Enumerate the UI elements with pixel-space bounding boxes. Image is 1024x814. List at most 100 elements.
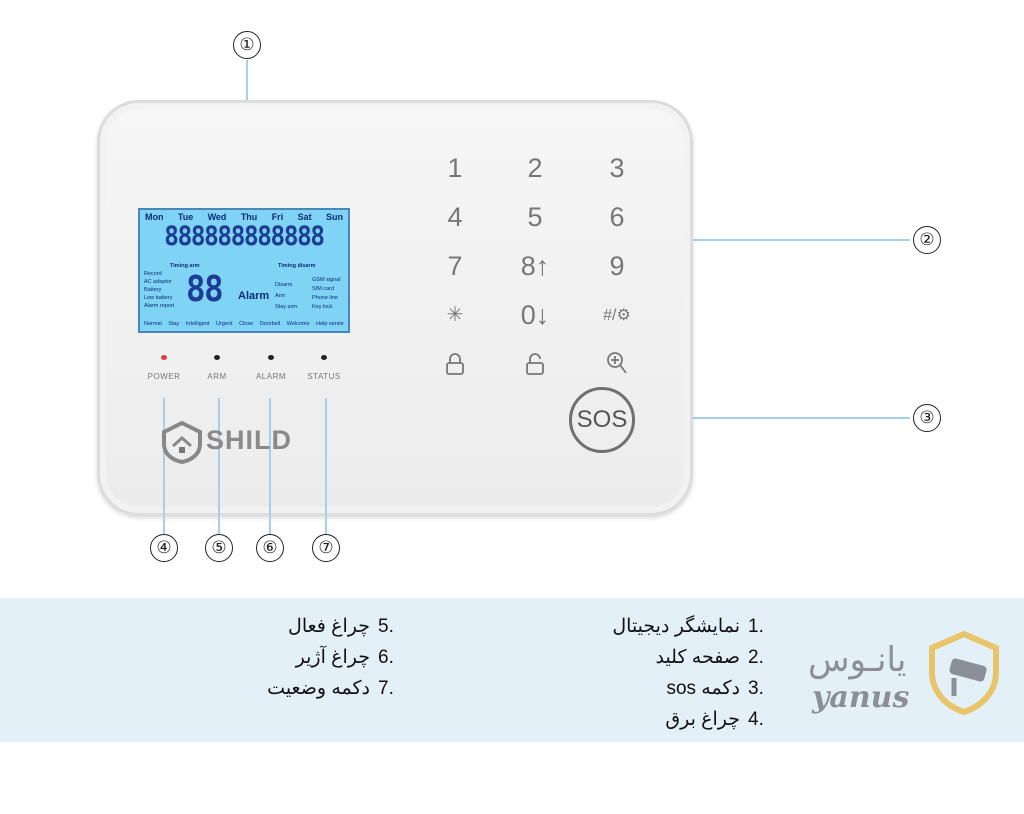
day: Mon	[145, 212, 164, 222]
legend-text: دکمه وضعیت	[267, 678, 370, 699]
lcd-mode: Close	[239, 321, 254, 327]
lcd-label: GSM signal	[312, 277, 341, 283]
lcd-label: Record	[144, 271, 162, 277]
legend-right-column: 1. نمایشگر دیجیتال 2. صفحه کلید 3. دکمه sos…	[612, 611, 782, 735]
unlock-icon[interactable]	[525, 352, 545, 376]
key-7[interactable]: 7	[447, 251, 463, 281]
alarm-label: ALARM	[255, 372, 287, 381]
arm-label: ARM	[207, 372, 227, 381]
legend-left-column: 5. چراغ فعال 6. چراغ آژیر 7. دکمه وضعیت	[267, 611, 412, 704]
brand-logo: SHILD	[206, 425, 292, 455]
lcd-label: Disarm	[275, 282, 293, 288]
legend-item: 5. چراغ فعال	[267, 611, 412, 642]
day: Thu	[240, 212, 258, 222]
yanus-logo-fa: یانـوس	[808, 640, 907, 680]
lcd-label: Arm	[275, 293, 286, 299]
status-led	[321, 355, 327, 360]
callout-4: ④	[150, 534, 178, 562]
callout-line-5	[218, 398, 220, 534]
lcd-mode: Normal	[144, 321, 162, 327]
legend-text: دکمه sos	[666, 678, 740, 699]
legend-number: 3.	[748, 678, 764, 699]
key-0[interactable]: 0↓	[520, 300, 550, 330]
lcd-mode: Doorbell	[259, 321, 281, 327]
legend-number: 5.	[378, 616, 394, 637]
day: Sat	[297, 212, 312, 222]
legend-number: 2.	[748, 647, 764, 668]
key-1[interactable]: 1	[447, 153, 463, 183]
lcd-main-digits: 888888888888	[164, 221, 325, 252]
legend-text: نمایشگر دیجیتال	[612, 616, 740, 637]
callout-7: ⑦	[312, 534, 340, 562]
legend-text: چراغ فعال	[288, 616, 370, 637]
legend-item: 2. صفحه کلید	[612, 642, 782, 673]
callout-line-4	[163, 398, 165, 534]
key-6[interactable]: 6	[609, 202, 625, 232]
lcd-label: Battery	[144, 287, 162, 293]
day: Sun	[325, 212, 343, 222]
key-9[interactable]: 9	[609, 251, 625, 281]
legend-number: 1.	[748, 616, 764, 637]
key-hash-settings[interactable]: #/⚙	[603, 307, 631, 324]
legend-item: 1. نمایشگر دیجیتال	[612, 611, 782, 642]
callout-line-2	[548, 239, 910, 241]
legend-item: 4. چراغ برق	[612, 704, 782, 735]
lcd-label: SIM card	[312, 286, 335, 292]
zoom-icon[interactable]	[606, 351, 628, 377]
legend-text: چراغ آژیر	[295, 647, 370, 668]
timing-arm: Timing arm	[170, 263, 200, 269]
lcd-days: Mon Tue Wed Thu Fri Sat Sun	[140, 210, 348, 222]
callout-6: ⑥	[256, 534, 284, 562]
callout-line-3	[640, 417, 910, 419]
legend-item: 3. دکمه sos	[612, 673, 782, 704]
lcd-mode: Stay	[168, 321, 180, 327]
key-4[interactable]: 4	[447, 202, 463, 232]
key-5[interactable]: 5	[527, 202, 543, 232]
lcd-display: Mon Tue Wed Thu Fri Sat Sun 888888888888…	[138, 208, 350, 333]
legend-text: چراغ برق	[665, 709, 740, 730]
status-label: STATUS	[307, 372, 341, 381]
alarm-led	[268, 355, 274, 360]
day: Fri	[271, 212, 284, 222]
key-2[interactable]: 2	[527, 153, 543, 183]
lcd-zone-digits: 88	[186, 269, 224, 310]
lcd-label: Phone line	[312, 295, 338, 301]
timing-disarm: Timing disarm	[278, 263, 316, 269]
sos-button[interactable]: SOS	[569, 387, 635, 453]
lcd-mode: Urgent	[215, 321, 233, 327]
key-star[interactable]: ✳	[446, 304, 464, 326]
legend-item: 6. چراغ آژیر	[267, 642, 412, 673]
legend-text: صفحه کلید	[655, 647, 740, 668]
legend-number: 6.	[378, 647, 394, 668]
lcd-label: Alarm report	[144, 303, 175, 309]
callout-2: ②	[913, 226, 941, 254]
yanus-shield-camera-icon	[929, 630, 999, 716]
callout-5: ⑤	[205, 534, 233, 562]
day: Wed	[207, 212, 227, 222]
lcd-alarm: Alarm	[238, 290, 270, 302]
legend-item: 7. دکمه وضعیت	[267, 673, 412, 704]
power-led	[161, 355, 167, 360]
callout-line-7	[325, 398, 327, 534]
legend-number: 4.	[748, 709, 764, 730]
callout-1: ①	[233, 31, 261, 59]
lcd-label: Key lock	[312, 304, 333, 310]
lock-icon[interactable]	[445, 352, 465, 376]
lcd-label: Low battery	[144, 295, 173, 301]
callout-line-6	[269, 398, 271, 534]
lcd-mode: Help senior	[316, 321, 344, 327]
lcd-label: Stay arm	[275, 304, 298, 310]
yanus-logo-en: yanus	[812, 680, 910, 715]
arm-led	[214, 355, 220, 360]
legend-number: 7.	[378, 678, 394, 699]
key-3[interactable]: 3	[609, 153, 625, 183]
lcd-mode: Intelligent	[185, 321, 210, 327]
day: Tue	[177, 212, 194, 222]
legend-band	[0, 598, 1024, 742]
key-8[interactable]: 8↑	[520, 251, 550, 281]
lcd-mode: Welcome	[286, 321, 310, 327]
lcd-label: AC adaptor	[144, 279, 172, 285]
callout-3: ③	[913, 404, 941, 432]
power-label: POWER	[147, 372, 181, 381]
shield-house-icon	[162, 420, 202, 464]
